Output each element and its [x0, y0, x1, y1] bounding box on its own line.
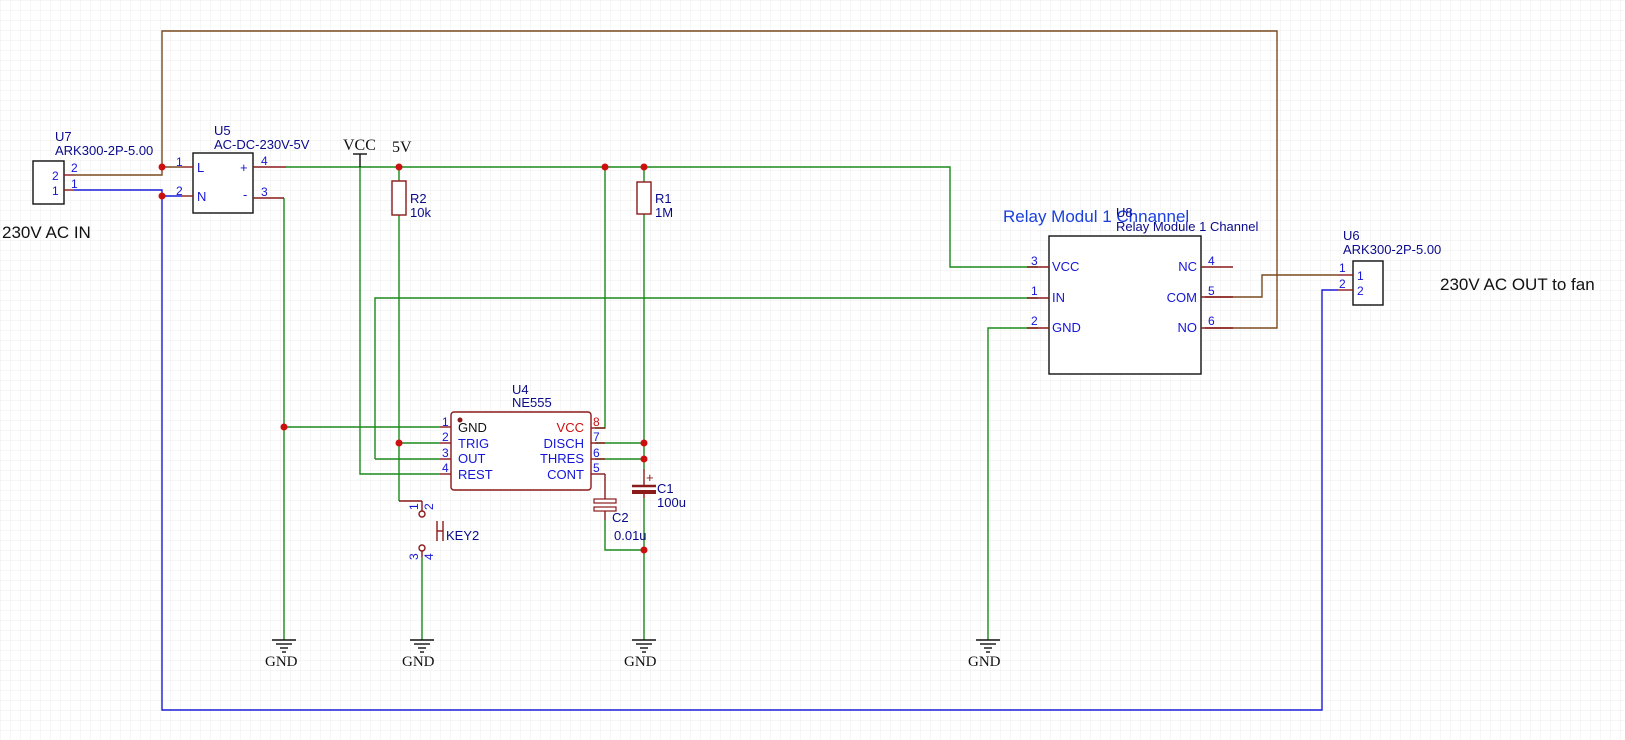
c1-value: 100u — [657, 495, 686, 510]
u4-pin-6: 6 — [593, 446, 600, 460]
gnd-symbol-2: GND — [402, 639, 435, 670]
u4-pin-rest-name: REST — [458, 467, 493, 482]
u8-pin-gnd-name: GND — [1052, 320, 1081, 335]
u5-pin-l-name: L — [197, 160, 204, 175]
r2-ref: R2 — [410, 191, 427, 206]
u7-pin-2: 2 — [71, 161, 78, 175]
r1-value: 1M — [655, 205, 673, 220]
u6-ref: U6 — [1343, 228, 1360, 243]
u8-pin-vcc-name: VCC — [1052, 259, 1079, 274]
r2-value: 10k — [410, 205, 431, 220]
u4-pin-vcc-name: VCC — [557, 420, 584, 435]
u6-pin-2-inner: 2 — [1357, 284, 1364, 298]
u4-pin-5: 5 — [593, 461, 600, 475]
gnd-symbol-3: GND — [624, 639, 657, 670]
u5-pin-3: 3 — [261, 185, 268, 199]
u6-pin-1: 1 — [1339, 261, 1346, 275]
u4-pin-disch-name: DISCH — [544, 436, 584, 451]
u8-pin-no-name: NO — [1178, 320, 1198, 335]
u6-pin-2: 2 — [1339, 277, 1346, 291]
relay-module-u8[interactable]: 3 1 2 VCC IN GND 4 5 6 NC COM NO U8 Rela… — [1027, 205, 1258, 375]
resistor-r2[interactable]: R2 10k — [391, 180, 431, 220]
gnd-label-2: GND — [402, 654, 435, 670]
ac-dc-converter-u5[interactable]: 1 2 4 3 L N + - U5 AC-DC-230V-5V — [176, 123, 310, 214]
ac-in-label: 230V AC IN — [2, 223, 91, 242]
u5-ref: U5 — [214, 123, 231, 138]
u8-pin-6: 6 — [1208, 314, 1215, 328]
u8-pin-2: 2 — [1031, 314, 1038, 328]
relay-title-label: Relay Modul 1 Chnannel — [1003, 207, 1189, 226]
u4-pin-2: 2 — [442, 430, 449, 444]
u4-pin-cont-name: CONT — [547, 467, 584, 482]
key2-pin-4: 4 — [422, 553, 436, 560]
u7-pin-1-inner: 1 — [52, 184, 59, 198]
gnd-label-3: GND — [624, 654, 657, 670]
u5-pin-4: 4 — [261, 154, 268, 168]
connector-u7[interactable]: 2 1 2 1 U7 ARK300-2P-5.00 — [32, 129, 153, 205]
u7-pin-2-inner: 2 — [52, 169, 59, 183]
key2-pin-3: 3 — [407, 553, 421, 560]
connector-u6[interactable]: 1 2 1 2 U6 ARK300-2P-5.00 — [1338, 228, 1441, 306]
junctions — [158, 163, 648, 554]
u4-pin-4: 4 — [442, 461, 449, 475]
key2-pin-2: 2 — [422, 503, 436, 510]
c1-ref: C1 — [657, 481, 674, 496]
u5-pin-plus-name: + — [240, 160, 248, 175]
u4-pin-7: 7 — [593, 430, 600, 444]
wire-signal[interactable] — [283, 166, 1038, 640]
u6-pin-1-inner: 1 — [1357, 269, 1364, 283]
c1-polarity: + — [646, 470, 654, 485]
u7-ref: U7 — [55, 129, 72, 144]
u8-ref: U8 — [1116, 205, 1133, 220]
vcc-flag-label: VCC — [343, 137, 376, 154]
u4-pin-out-name: OUT — [458, 451, 486, 466]
gnd-symbol-1: GND — [265, 639, 298, 670]
u5-pin-minus-name: - — [243, 187, 247, 202]
u4-value: NE555 — [512, 395, 552, 410]
vcc-power-flag[interactable]: VCC — [343, 137, 376, 167]
resistor-r1[interactable]: R1 1M — [636, 181, 673, 220]
gnd-label-1: GND — [265, 654, 298, 670]
u4-ref: U4 — [512, 382, 529, 397]
u8-pin-nc-name: NC — [1178, 259, 1197, 274]
u4-pin-1: 1 — [442, 415, 449, 429]
u5-pin-n-name: N — [197, 189, 206, 204]
u8-pin-in-name: IN — [1052, 290, 1065, 305]
key2-pin-1: 1 — [407, 503, 421, 510]
c2-value: 0.01u — [614, 528, 647, 543]
u5-value: AC-DC-230V-5V — [214, 137, 310, 152]
u7-pin-1: 1 — [71, 177, 78, 191]
u8-pin-5: 5 — [1208, 284, 1215, 298]
u4-pin-trig-name: TRIG — [458, 436, 489, 451]
c2-ref: C2 — [612, 510, 629, 525]
u5-pin-1: 1 — [176, 155, 183, 169]
u8-pin-4: 4 — [1208, 254, 1215, 268]
u4-pin-thres-name: THRES — [540, 451, 584, 466]
u8-pin-1: 1 — [1031, 284, 1038, 298]
timer-u4-ne555[interactable]: 1 2 3 4 GND TRIG OUT REST 8 7 6 5 VCC DI… — [440, 382, 605, 491]
wire-ac-live[interactable] — [74, 30, 1338, 329]
u8-pin-com-name: COM — [1167, 290, 1197, 305]
u6-value: ARK300-2P-5.00 — [1343, 242, 1441, 257]
u5-pin-2: 2 — [176, 184, 183, 198]
gnd-symbol-4: GND — [968, 639, 1001, 670]
u7-value: ARK300-2P-5.00 — [55, 143, 153, 158]
u8-pin-3: 3 — [1031, 254, 1038, 268]
pushbutton-key2[interactable]: KEY2 1 2 3 4 — [399, 500, 479, 560]
u4-pin-3: 3 — [442, 446, 449, 460]
capacitor-c1[interactable]: + C1 100u — [632, 469, 686, 510]
key2-ref: KEY2 — [446, 528, 479, 543]
u8-value: Relay Module 1 Channel — [1116, 219, 1258, 234]
five-v-label: 5V — [392, 139, 412, 156]
capacitor-c2[interactable]: C2 0.01u — [593, 474, 647, 543]
r1-ref: R1 — [655, 191, 672, 206]
u4-pin-8: 8 — [593, 415, 600, 429]
u4-pin-gnd-name: GND — [458, 420, 487, 435]
ac-out-label: 230V AC OUT to fan — [1440, 275, 1595, 294]
gnd-label-4: GND — [968, 654, 1001, 670]
